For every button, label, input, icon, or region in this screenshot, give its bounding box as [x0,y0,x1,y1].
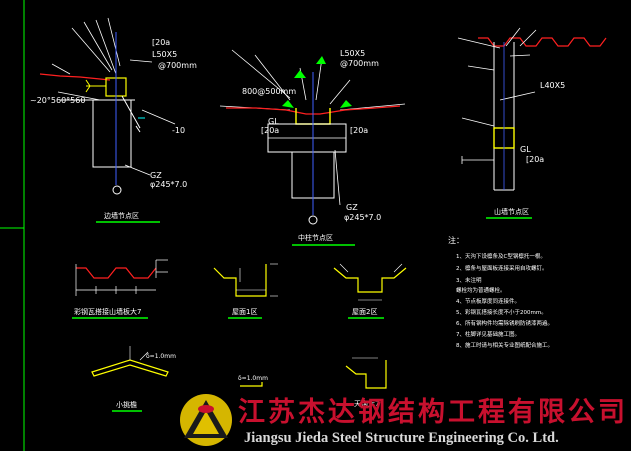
gl-label: GL [268,117,279,126]
caption: 中柱节点区 [298,233,333,242]
thickness-label: δ=1.0mm [146,353,176,360]
note-item: 2、檩条与屋面板连接采用自攻螺钉。 [456,264,548,272]
general-notes: 注： 1、天沟下设檩条及C型钢檩托一根。 2、檩条与屋面板连接采用自攻螺钉。 3… [448,235,553,349]
company-name-cn: 江苏杰达钢结构工程有限公司 [238,397,628,428]
caption: 天沟大7 [354,399,379,408]
note-item: 4、节点板厚度同连接件。 [456,297,520,305]
caption: 屋面2区 [352,308,377,316]
notes-title: 注： [448,235,464,245]
column-size-label: φ245*7.0 [344,213,381,222]
caption: 屋面1区 [232,308,257,316]
flange-dim-label: -10 [172,126,185,135]
middle-column-node-detail: L50X5 @700mm 800@500mm GL [20a [20a GZ φ… [219,49,406,246]
note-item: 6、所有钢构件均需除锈刷防锈漆两遍。 [456,319,553,327]
bracket-label-right: [20a [350,126,368,135]
note-item: 3、未注明 [456,276,482,284]
gutter-profile: δ=1.0mm 天沟大7 [238,357,387,408]
angle-label: L50X5 [152,50,177,59]
bracket-label: [20a [526,155,544,164]
small-eave-profile: δ=1.0mm 小挑檐 [91,346,176,412]
angle-label: L40X5 [540,81,565,90]
note-item: 7、柱脚详见基础施工图。 [456,330,520,338]
caption: 小挑檐 [116,400,137,409]
roof-zone1-profile: 屋面1区 [213,263,278,319]
bracket-label: [20a [261,126,279,135]
column-code-label: GZ [346,203,358,212]
spacing-label: @700mm [158,61,197,70]
company-name-en: Jiangsu Jieda Steel Structure Engineerin… [244,430,559,446]
slope-dim-label: ~20°560°560 [30,96,85,105]
caption: 边墙节点区 [104,211,139,220]
profile-sheet-detail: 彩钢瓦搭接山墙板大7 [72,259,168,319]
caption: 彩钢瓦搭接山墙板大7 [74,307,141,316]
note-item: 8、施工时请与相关专业图纸配合施工。 [456,341,553,349]
gl-label: GL [520,145,531,154]
spacing-label: @700mm [340,59,379,68]
caption: 山墙节点区 [494,207,529,216]
note-item: 1、天沟下设檩条及C型钢檩托一根。 [456,252,546,260]
note-item: 5、彩钢瓦搭接长度不小于200mm。 [456,308,547,316]
company-watermark: 江苏杰达钢结构工程有限公司 Jiangsu Jieda Steel Struct… [180,394,628,446]
column-size-label: φ245*7.0 [150,180,187,189]
drawing-frame [0,0,25,451]
roof-zone2-profile: 屋面2区 [333,263,407,319]
thickness-label: δ=1.0mm [238,375,268,382]
bracket-label: [20a [152,38,170,47]
span-dim-label: 800@500mm [242,87,296,96]
column-code-label: GZ [150,171,162,180]
angle-label: L50X5 [340,49,365,58]
gable-wall-node-detail: L40X5 GL [20a 山墙节点区 [457,27,607,219]
company-logo-icon [180,394,232,446]
edge-wall-node-detail: [20a L50X5 @700mm ~20°560°560 -10 GZ φ24… [30,17,197,223]
note-item: 螺栓均为普通螺栓。 [456,286,506,294]
